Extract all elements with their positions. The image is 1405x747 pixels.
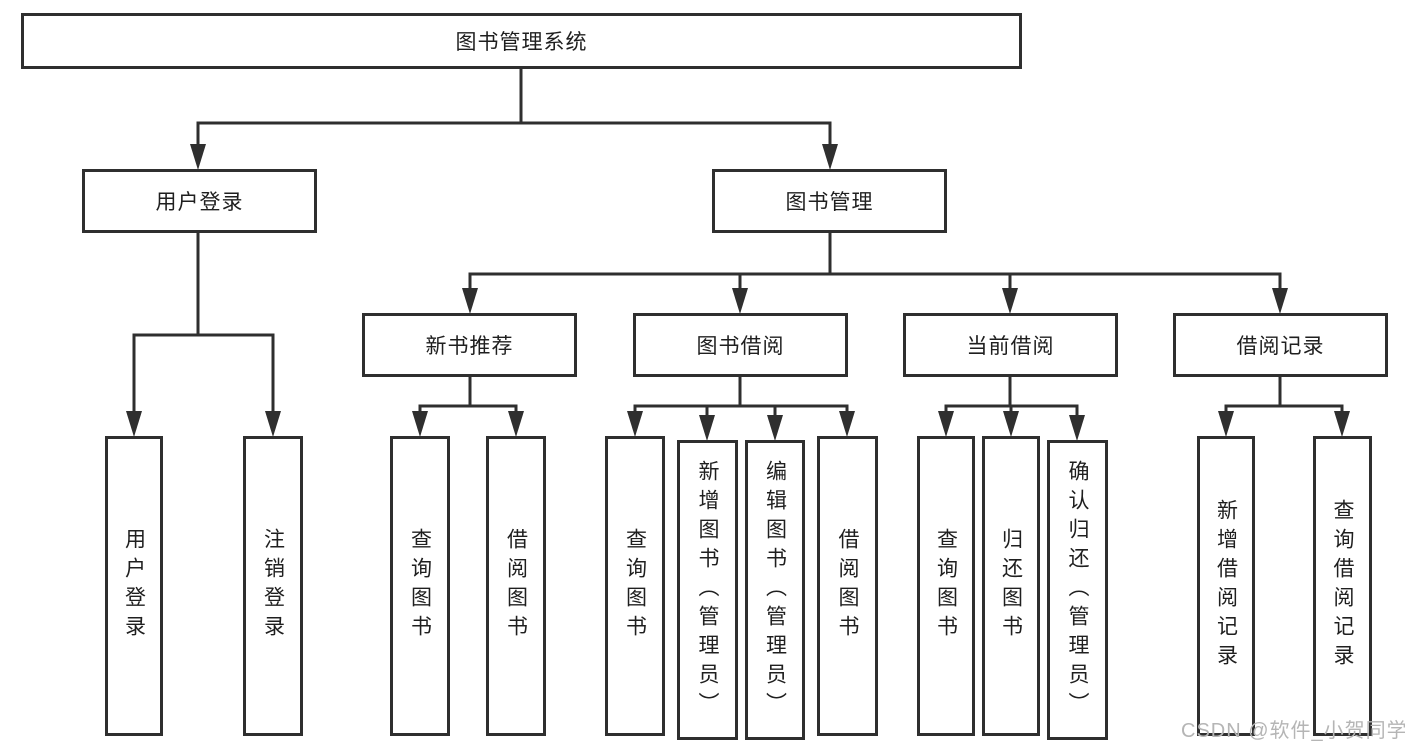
arrow-down-icon (1218, 411, 1234, 437)
node-book-mgmt: 图书管理 (712, 169, 947, 233)
node-leaf-br-add-label: 新增借阅记录 (1214, 499, 1238, 673)
node-leaf-bb-edit-label: 编辑图书（管理员） (763, 459, 787, 721)
connector-borrowrecords-children (1224, 373, 1344, 417)
arrow-down-icon (822, 144, 838, 170)
node-leaf-bb-add: 新增图书（管理员） (677, 440, 738, 740)
arrow-down-icon (265, 411, 281, 437)
arrow-down-icon (699, 415, 715, 441)
arrow-down-icon (938, 411, 954, 437)
node-current-borrow: 当前借阅 (903, 313, 1118, 377)
node-user-login: 用户登录 (82, 169, 317, 233)
node-leaf-bb-add-label: 新增图书（管理员） (696, 459, 719, 721)
arrow-down-icon (767, 415, 783, 441)
node-leaf-logout-label: 注销登录 (261, 528, 285, 644)
node-book-borrow: 图书借阅 (633, 313, 848, 377)
connector-newbookrec-children (418, 373, 518, 417)
connector-root-to-level1 (196, 65, 832, 149)
arrow-down-icon (839, 411, 855, 437)
node-leaf-nb-query: 查询图书 (390, 436, 450, 736)
node-borrow-records-label: 借阅记录 (1236, 335, 1325, 358)
arrow-down-icon (1272, 288, 1288, 314)
node-leaf-bb-query: 查询图书 (605, 436, 665, 736)
node-leaf-cb-return: 归还图书 (982, 436, 1040, 736)
connector-userlogin-children (132, 229, 275, 417)
arrow-down-icon (126, 411, 142, 437)
node-leaf-br-query-label: 查询借阅记录 (1331, 499, 1354, 673)
node-leaf-cb-return-label: 归还图书 (999, 528, 1023, 644)
arrow-down-icon (1003, 411, 1019, 437)
node-book-mgmt-label: 图书管理 (785, 191, 874, 214)
node-leaf-nb-query-label: 查询图书 (408, 528, 432, 644)
arrow-down-icon (190, 144, 206, 170)
node-leaf-bb-borrow-label: 借阅图书 (836, 528, 859, 644)
arrow-down-icon (462, 288, 478, 314)
node-new-book-rec: 新书推荐 (362, 313, 577, 377)
node-leaf-bb-edit: 编辑图书（管理员） (745, 440, 805, 740)
node-leaf-br-add: 新增借阅记录 (1197, 436, 1255, 736)
node-root-label: 图书管理系统 (455, 31, 588, 54)
node-leaf-nb-borrow-label: 借阅图书 (504, 528, 528, 644)
node-leaf-cb-confirm-label: 确认归还（管理员） (1066, 459, 1089, 721)
arrow-down-icon (627, 411, 643, 437)
node-new-book-rec-label: 新书推荐 (425, 335, 514, 358)
node-leaf-logout: 注销登录 (243, 436, 303, 736)
arrow-down-icon (732, 288, 748, 314)
connector-bookborrow-children (633, 373, 849, 421)
node-root: 图书管理系统 (21, 13, 1022, 69)
node-leaf-cb-query: 查询图书 (917, 436, 975, 736)
node-leaf-bb-query-label: 查询图书 (623, 528, 647, 644)
arrow-down-icon (1069, 415, 1085, 441)
arrow-down-icon (1002, 288, 1018, 314)
node-book-borrow-label: 图书借阅 (696, 335, 785, 358)
node-user-login-label: 用户登录 (155, 191, 244, 214)
watermark: CSDN @软件_小贺同学 (1181, 720, 1405, 742)
arrow-down-icon (412, 411, 428, 437)
connector-currentborrow-children (944, 373, 1079, 421)
node-borrow-records: 借阅记录 (1173, 313, 1388, 377)
node-leaf-login-user: 用户登录 (105, 436, 163, 736)
arrow-down-icon (508, 411, 524, 437)
node-leaf-nb-borrow: 借阅图书 (486, 436, 546, 736)
node-current-borrow-label: 当前借阅 (966, 335, 1055, 358)
connector-bookmgmt-to-level2 (468, 229, 1282, 294)
node-leaf-login-user-label: 用户登录 (122, 528, 146, 644)
node-leaf-cb-query-label: 查询图书 (934, 528, 958, 644)
arrow-down-icon (1334, 411, 1350, 437)
node-leaf-bb-borrow: 借阅图书 (817, 436, 878, 736)
node-leaf-cb-confirm: 确认归还（管理员） (1047, 440, 1108, 740)
node-leaf-br-query: 查询借阅记录 (1313, 436, 1372, 736)
